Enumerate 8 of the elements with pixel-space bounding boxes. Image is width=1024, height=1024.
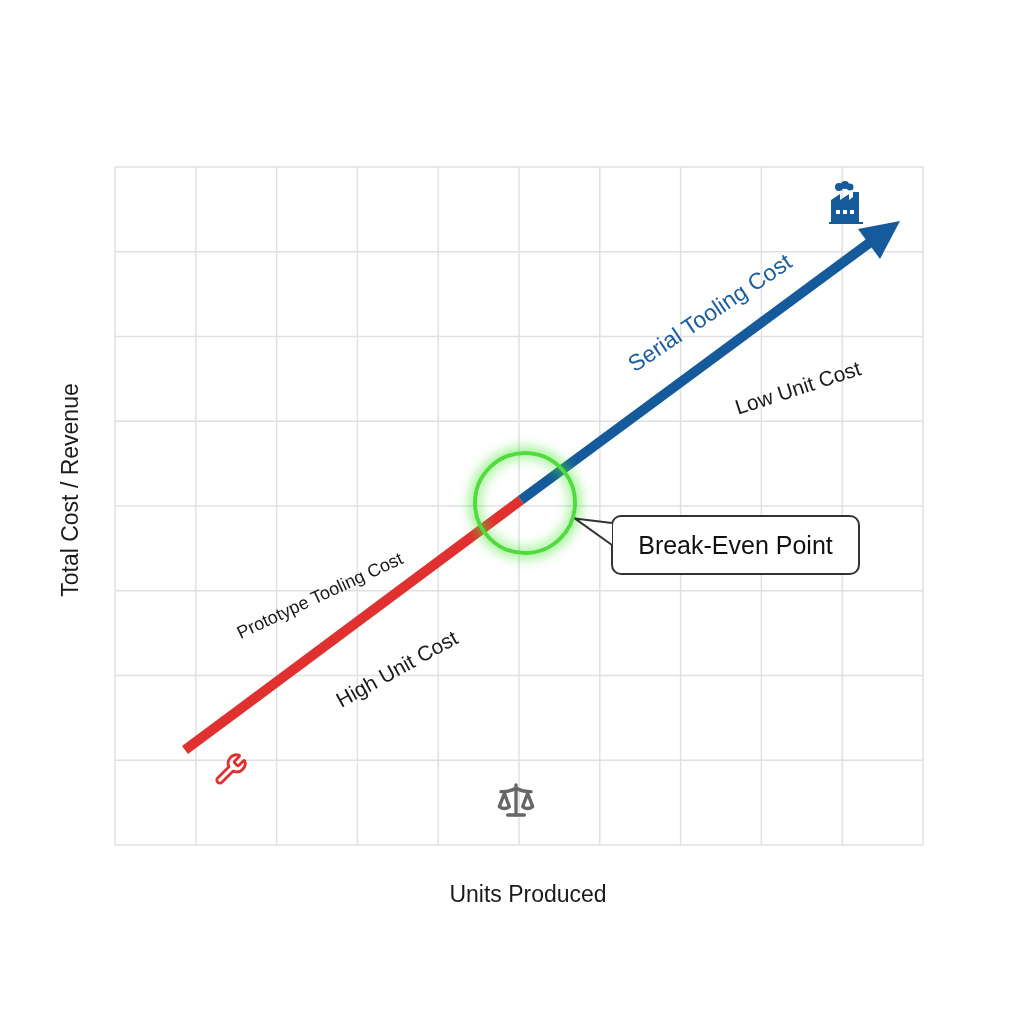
- line-label: High Unit Cost: [331, 625, 463, 713]
- callout-box: [611, 515, 860, 575]
- line-label: Low Unit Cost: [732, 356, 864, 420]
- break-even-circle: [473, 451, 577, 555]
- axis-title: Total Cost / Revenue: [56, 383, 84, 597]
- callout-text: Break-Even Point: [638, 530, 833, 560]
- axis-title: Units Produced: [449, 880, 607, 908]
- callout-pointer: [573, 517, 613, 546]
